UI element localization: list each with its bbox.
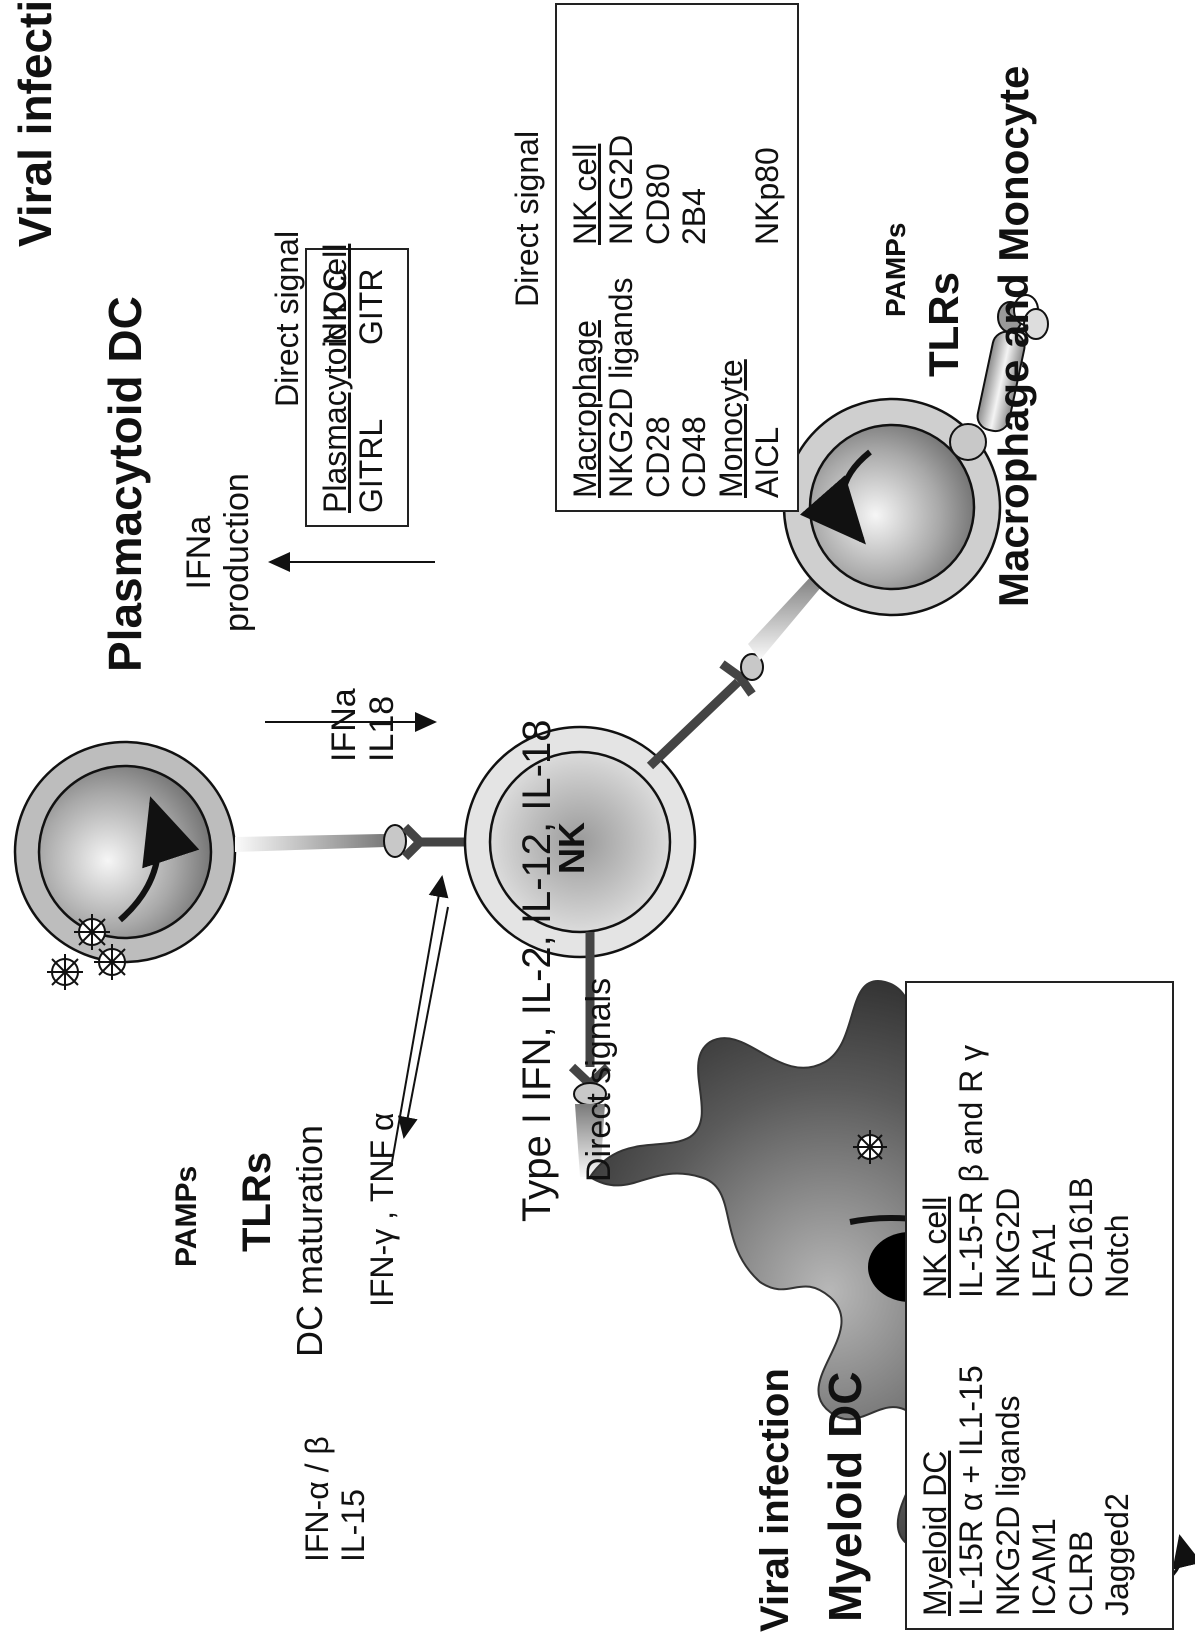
tlrs-right-label: TLRs (920, 272, 967, 377)
nk-label: NK (552, 822, 592, 874)
ifn-ab-label: IFN-α / β (300, 1436, 336, 1562)
myeloid-table-right-header: NK cell (917, 1045, 953, 1298)
mac-table-left2: AICL (749, 277, 785, 498)
ifna-production-line2: production (218, 473, 256, 632)
viral-infection-bottom-label: Viral infection (753, 1368, 798, 1632)
direct-signals-label: Direct signals (580, 978, 618, 1182)
mac-table-left-header: Macrophage (567, 277, 603, 498)
direct-signal-mac-label: Direct signal (510, 131, 546, 307)
macrophage-signal-table: Macrophage NKG2D ligands CD28 CD48 Monoc… (555, 3, 799, 512)
macrophage-monocyte-title: Macrophage and Monocyte (990, 66, 1037, 607)
pdc-table-right-header: NK cell (317, 244, 353, 345)
pamps-right-label: PAMPs (880, 223, 911, 317)
ifna-production-label: IFNa production (180, 473, 256, 632)
mac-table-right-2: 2B4 (676, 135, 712, 245)
ifn-gamma-tnf-label: IFN-γ , TNF α (365, 1113, 401, 1307)
pdc-signal-table: Plasmacytoid DC GITRL NK cell GITR (305, 248, 409, 527)
myeloid-table-left-3: CLRB (1063, 1365, 1099, 1616)
ifn-ab-il15-label: IFN-α / β IL-15 (300, 1436, 372, 1562)
viral-infection-top-label: Viral infection (10, 0, 62, 247)
mac-table-left-subheader: Monocyte (713, 277, 749, 498)
ifna-il18-label: IFNa IL18 (325, 688, 401, 762)
mac-table-left-2: CD48 (676, 277, 712, 498)
myeloid-signal-table: Myeloid DC IL-15R α + IL1-15 NKG2D ligan… (905, 981, 1174, 1630)
myeloid-table-right-0: IL-15-R β and R γ (953, 1045, 989, 1298)
myeloid-table-left-2: ICAM1 (1026, 1365, 1062, 1616)
mac-table-right2: NKp80 (749, 135, 785, 245)
myeloid-table-right-3: CD161B (1063, 1045, 1099, 1298)
type1-ifn-label: Type I IFN, IL-2, IL-12, IL-18 (515, 720, 560, 1222)
mac-table-right-header: NK cell (567, 135, 603, 245)
direct-signal-pdc-label: Direct signal (270, 231, 306, 407)
arrow-dc-maturation (404, 907, 448, 1137)
myeloid-dc-title: Myeloid DC (820, 1372, 872, 1622)
receptor-pdc (405, 827, 420, 857)
ifna-production-line1: IFNa (180, 473, 218, 632)
mac-table-left-0: NKG2D ligands (603, 277, 639, 498)
il18-label: IL18 (363, 688, 401, 762)
myeloid-table-left-0: IL-15R α + IL1-15 (953, 1365, 989, 1616)
synapse-cone-macrophage (748, 572, 827, 660)
myeloid-table-right-1: NKG2D (990, 1045, 1026, 1298)
myeloid-table-left-1: NKG2D ligands (990, 1365, 1026, 1616)
plasmacytoid-dc-title: Plasmacytoid DC (100, 296, 152, 672)
pamps-left-label: PAMPs (170, 1166, 204, 1267)
mac-table-right-1: CD80 (640, 135, 676, 245)
il15-label: IL-15 (336, 1436, 372, 1562)
mac-table-right-0: NKG2D (603, 135, 639, 245)
myeloid-table-left-header: Myeloid DC (917, 1365, 953, 1616)
pdc-table-right-0: GITR (353, 244, 389, 345)
dc-maturation-label: DC maturation (290, 1125, 330, 1357)
mac-table-left-1: CD28 (640, 277, 676, 498)
myeloid-table-right-2: LFA1 (1026, 1045, 1062, 1298)
myeloid-table-right-4: Notch (1099, 1045, 1135, 1298)
synapse-cone-pdc (235, 834, 385, 852)
ifna-label: IFNa (325, 688, 363, 762)
tlrs-left-label: TLRs (235, 1152, 280, 1252)
myeloid-table-left-4: Jagged2 (1099, 1365, 1135, 1616)
plasmacytoid-dc-cell (15, 742, 235, 962)
